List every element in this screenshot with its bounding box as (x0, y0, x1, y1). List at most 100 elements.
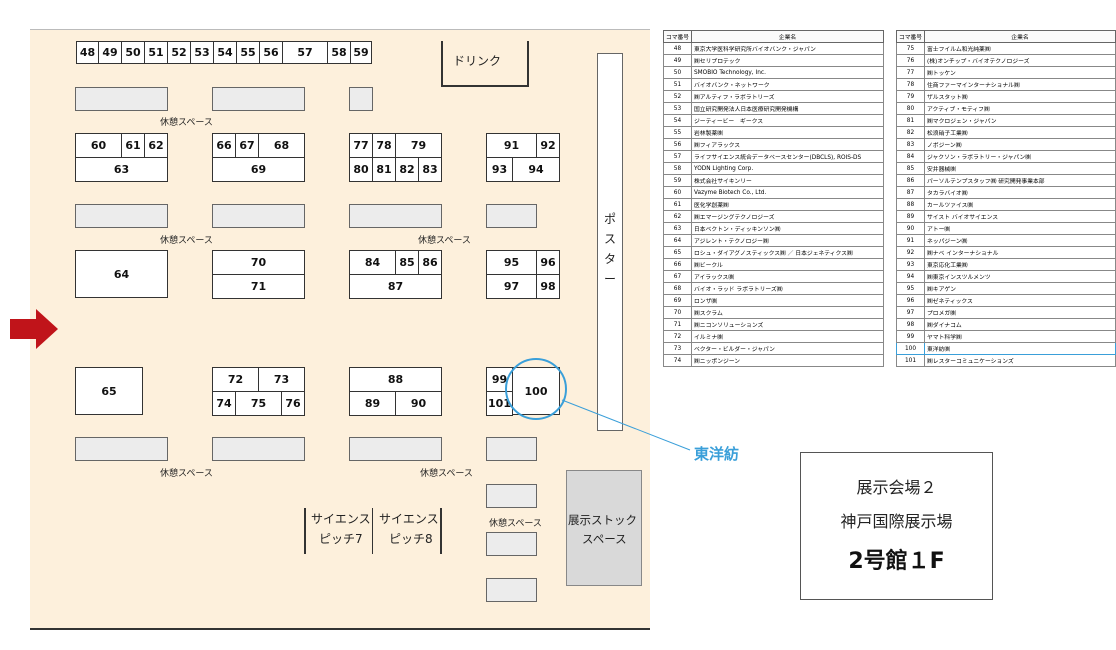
booth-number-cell: 87 (896, 186, 925, 199)
company-name-cell: ㈱エマージングテクノロジーズ (691, 210, 884, 223)
booth-79[interactable]: 79 (395, 133, 442, 158)
booth-92[interactable]: 92 (536, 133, 560, 158)
booth-88[interactable]: 88 (349, 367, 442, 392)
booth-76[interactable]: 76 (281, 391, 305, 416)
booth-number-cell: 55 (663, 126, 692, 139)
science-pitch-7-title: サイエンス (311, 512, 371, 526)
booth-53[interactable]: 53 (190, 41, 214, 64)
company-name-cell: ㈱ナベ インターナショナル (924, 246, 1116, 259)
table-row: 71㈱ニコンソリューションズ (663, 318, 884, 331)
booth-number-cell: 67 (663, 270, 692, 283)
table-row: 70㈱スクラム (663, 306, 884, 319)
company-name-cell: ㈱ダイナコム (924, 318, 1116, 331)
table-row: 66㈱ビークル (663, 258, 884, 271)
booth-number-cell: 98 (896, 318, 925, 331)
booth-number-cell: 77 (896, 66, 925, 79)
booth-67[interactable]: 67 (235, 133, 259, 158)
booth-48[interactable]: 48 (76, 41, 99, 64)
poster-label-3: タ (604, 252, 617, 266)
booth-64[interactable]: 64 (75, 250, 168, 298)
booth-100[interactable]: 100 (512, 367, 560, 415)
booth-75[interactable]: 75 (235, 391, 282, 416)
rest-space-label: 休憩スペース (160, 236, 213, 246)
booth-65[interactable]: 65 (75, 367, 143, 415)
booth-80[interactable]: 80 (349, 157, 373, 182)
company-name-cell: アイラックス㈱ (691, 270, 884, 283)
company-name-cell: ㈱スクラム (691, 306, 884, 319)
company-name-cell: アトー㈱ (924, 222, 1116, 235)
rest-space-label: 休憩スペース (489, 519, 542, 529)
booth-94[interactable]: 94 (512, 157, 560, 182)
booth-59[interactable]: 59 (350, 41, 372, 64)
booth-93[interactable]: 93 (486, 157, 513, 182)
booth-86[interactable]: 86 (418, 250, 442, 275)
booth-number-cell: 99 (896, 330, 925, 343)
booth-90[interactable]: 90 (395, 391, 442, 416)
booth-54[interactable]: 54 (213, 41, 237, 64)
booth-81[interactable]: 81 (372, 157, 396, 182)
booth-77[interactable]: 77 (349, 133, 373, 158)
booth-number-cell: 64 (663, 234, 692, 247)
rest-space-label: 休憩スペース (420, 469, 473, 479)
booth-71[interactable]: 71 (212, 274, 305, 299)
rest-space-label: 休憩スペース (160, 118, 213, 128)
booth-number-cell: 52 (663, 90, 692, 103)
booth-69[interactable]: 69 (212, 157, 305, 182)
company-name-cell: ㈱マクロジェン・ジャパン (924, 114, 1116, 127)
booth-number-cell: 49 (663, 54, 692, 67)
company-name-cell: 株式会社サイキンリー (691, 174, 884, 187)
booth-70[interactable]: 70 (212, 250, 305, 275)
table-row: 92㈱ナベ インターナショナル (896, 246, 1116, 259)
booth-number-cell: 59 (663, 174, 692, 187)
table-row: 52㈱アルティフ・ラボラトリーズ (663, 90, 884, 103)
company-name-cell: 東京応化工業㈱ (924, 258, 1116, 271)
booth-50[interactable]: 50 (121, 41, 145, 64)
booth-83[interactable]: 83 (418, 157, 442, 182)
company-name-cell: ロシュ・ダイアグノスティックス㈱ ／ 日本ジェネティクス㈱ (691, 246, 884, 259)
booth-87[interactable]: 87 (349, 274, 442, 299)
booth-number-cell: 81 (896, 114, 925, 127)
booth-number-cell: 68 (663, 282, 692, 295)
company-name-cell: ㈱アルティフ・ラボラトリーズ (691, 90, 884, 103)
booth-74[interactable]: 74 (212, 391, 236, 416)
company-name-cell: ヤマト科学㈱ (924, 330, 1116, 343)
booth-number-cell: 69 (663, 294, 692, 307)
company-name-cell: ㈱東京インスツルメンツ (924, 270, 1116, 283)
booth-97[interactable]: 97 (486, 274, 537, 299)
booth-98[interactable]: 98 (536, 274, 560, 299)
booth-58[interactable]: 58 (327, 41, 351, 64)
company-name-cell: ザルスタット㈱ (924, 90, 1116, 103)
company-name-cell: ベクター・ビルダー・ジャパン (691, 342, 884, 355)
company-name-cell: イルミナ㈱ (691, 330, 884, 343)
rest-space (486, 437, 537, 461)
booth-82[interactable]: 82 (395, 157, 419, 182)
booth-number-cell: 97 (896, 306, 925, 319)
booth-number-cell: 50 (663, 66, 692, 79)
venue-floor: 2号館１F (848, 549, 945, 574)
rest-space (75, 87, 168, 111)
booth-63[interactable]: 63 (75, 157, 168, 182)
booth-number-cell: 73 (663, 342, 692, 355)
booth-number-cell: 72 (663, 330, 692, 343)
column-header-company: 企業名 (924, 30, 1116, 43)
table-row: 98㈱ダイナコム (896, 318, 1116, 331)
rest-space (75, 204, 168, 228)
stock-space (566, 470, 642, 586)
booth-49[interactable]: 49 (98, 41, 122, 64)
company-name-cell: ジャクソン・ラボラトリー・ジャパン㈱ (924, 150, 1116, 163)
rest-space (349, 204, 442, 228)
company-name-cell: ㈱ビークル (691, 258, 884, 271)
booth-73[interactable]: 73 (258, 367, 305, 392)
booth-68[interactable]: 68 (258, 133, 305, 158)
booth-number-cell: 86 (896, 174, 925, 187)
booth-number-cell: 60 (663, 186, 692, 199)
rest-space (212, 204, 305, 228)
